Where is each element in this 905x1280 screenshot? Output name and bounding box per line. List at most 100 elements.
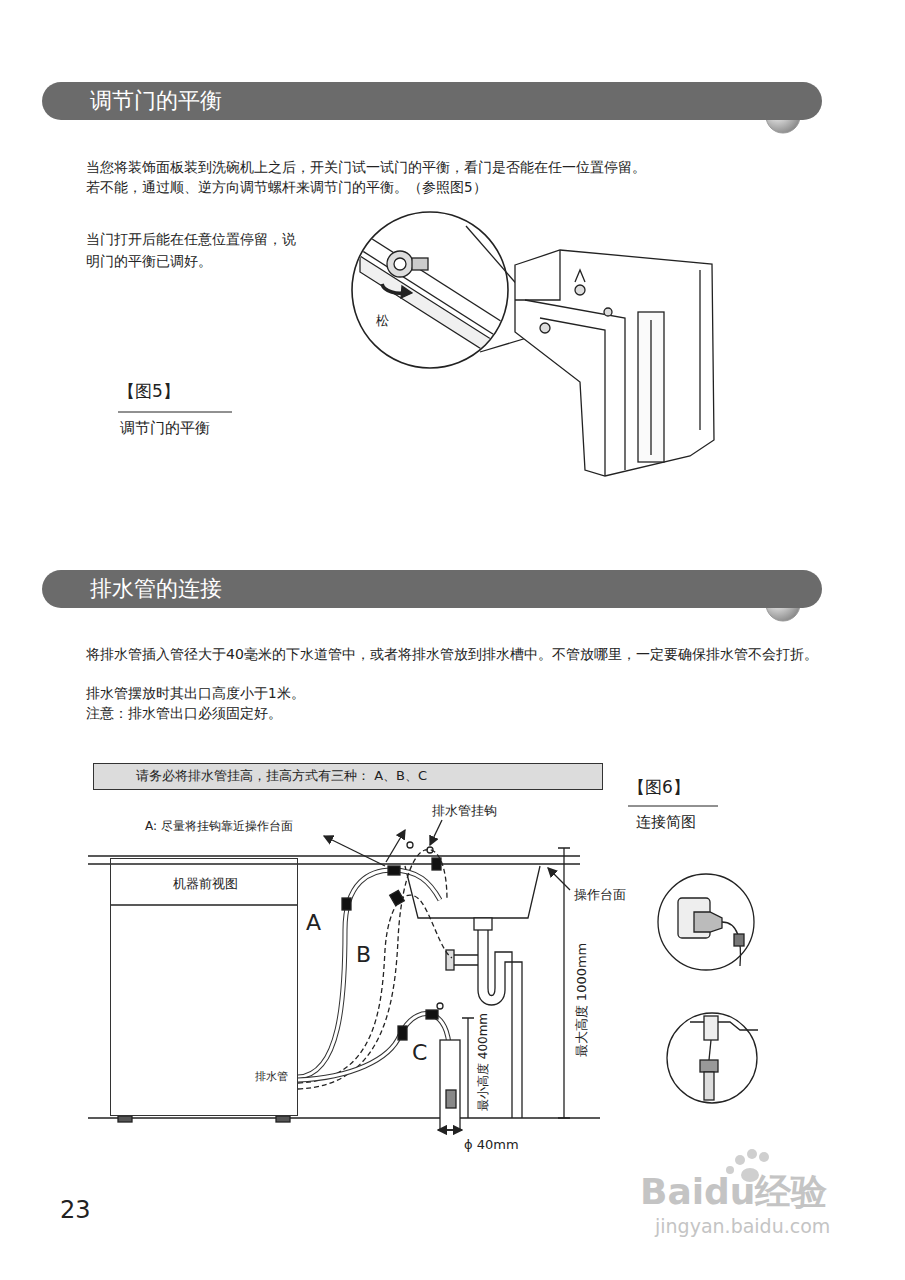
drawing-part bbox=[298, 895, 452, 1083]
drawing-part bbox=[352, 212, 508, 368]
drawing-part bbox=[699, 270, 700, 430]
drawing-part bbox=[462, 1018, 474, 1118]
drawing-part bbox=[638, 312, 664, 462]
label-text: 排水管挂钩 bbox=[432, 802, 497, 819]
label-text: 操作台面 bbox=[574, 886, 626, 903]
drawing-part bbox=[405, 866, 540, 918]
drawing-part bbox=[387, 251, 413, 277]
node-text: 排水管 bbox=[255, 1069, 288, 1084]
drawing-part bbox=[324, 836, 385, 866]
drawing-part bbox=[394, 258, 406, 270]
drawing-part bbox=[452, 955, 478, 965]
label-text: 连接简图 bbox=[636, 812, 696, 832]
label-text: 调节门的平衡 bbox=[120, 418, 210, 438]
label-text: 23 bbox=[60, 1195, 91, 1226]
label-text: C bbox=[412, 1038, 427, 1067]
drawing-part bbox=[540, 318, 605, 476]
drawing-part bbox=[298, 1014, 450, 1080]
fig6-installation bbox=[88, 820, 600, 1130]
label-text: 排水管摆放时其出口高度小于1米。 bbox=[86, 684, 305, 702]
drawing-part bbox=[298, 870, 440, 1077]
drawing-part bbox=[474, 918, 492, 930]
node-text: 请务必将排水管挂高，挂高方式有三种： A、B、C bbox=[94, 764, 427, 788]
drawing-part bbox=[694, 912, 722, 932]
band-node: 排水管的连接 bbox=[42, 570, 822, 608]
drawing-part bbox=[342, 898, 351, 910]
drawing-part bbox=[298, 870, 440, 1077]
drawing-part bbox=[427, 847, 433, 853]
drawing-part bbox=[488, 930, 512, 1118]
label-text: 最小高度 400mm bbox=[475, 1011, 491, 1113]
drawing-part bbox=[604, 308, 612, 316]
drawing-part bbox=[118, 412, 232, 413]
machine-node: 机器前视图排水管 bbox=[110, 858, 298, 1116]
label-text: 【图6】 bbox=[628, 776, 690, 798]
drawing-part bbox=[525, 300, 625, 470]
label-text: 若不能，通过顺、逆方向调节螺杆来调节门的平衡。（参照图5） bbox=[86, 178, 487, 196]
drawing-part bbox=[350, 243, 510, 345]
node-text: 排水管的连接 bbox=[42, 570, 222, 608]
drawing-part bbox=[658, 874, 754, 970]
drawing-part bbox=[401, 286, 412, 298]
drawing-part bbox=[628, 806, 718, 807]
label-text: 将排水管插入管径大于40毫米的下水道管中，或者将排水管放到排水槽中。不管放哪里，… bbox=[86, 644, 838, 664]
drawing-part bbox=[298, 1014, 450, 1080]
drawing-part bbox=[88, 855, 580, 857]
drawing-part bbox=[735, 1155, 745, 1165]
drawing-part bbox=[438, 1129, 462, 1130]
drawing-part bbox=[390, 890, 405, 905]
drawing-part bbox=[118, 1116, 132, 1122]
drawing-part bbox=[426, 1010, 438, 1019]
drawing-part bbox=[438, 1129, 462, 1130]
drawing-part bbox=[650, 320, 651, 455]
drawing-part bbox=[298, 850, 447, 1089]
drawing-part bbox=[388, 866, 400, 875]
drawing-part bbox=[690, 1022, 758, 1030]
drawing-part bbox=[407, 842, 413, 848]
drawing-part bbox=[759, 1152, 769, 1162]
drawing-part bbox=[437, 1003, 443, 1009]
drawing-part bbox=[747, 1149, 757, 1159]
drawing-part bbox=[667, 1013, 757, 1103]
drawing-part bbox=[575, 270, 585, 282]
drawing-part bbox=[386, 830, 405, 862]
label-text: B bbox=[356, 940, 371, 969]
warn-node: 请务必将排水管挂高，挂高方式有三种： A、B、C bbox=[93, 763, 603, 790]
label-text: jingyan.baidu.com bbox=[655, 1214, 830, 1239]
drawing-part bbox=[350, 228, 515, 364]
label-text: 最大高度 1000mm bbox=[573, 941, 590, 1060]
label-text: 当门打开后能在任意位置停留，说明门的平衡已调好。 bbox=[86, 228, 306, 272]
drawing-part bbox=[700, 1060, 718, 1072]
fig6-detail-circles bbox=[658, 874, 758, 1103]
label-text: A bbox=[306, 908, 321, 937]
drawing-part bbox=[360, 256, 505, 364]
drawing-part bbox=[575, 285, 585, 295]
node-text: 调节门的平衡 bbox=[42, 82, 222, 120]
drawing-part bbox=[432, 858, 441, 870]
drawing-part bbox=[440, 1040, 460, 1130]
drawing-part bbox=[110, 904, 298, 905]
drawing-part bbox=[540, 323, 550, 333]
drawing-part bbox=[704, 1072, 714, 1100]
label-text: 松 bbox=[376, 312, 389, 329]
fig5-door-balance bbox=[350, 212, 714, 476]
drawing-part bbox=[430, 820, 442, 845]
drawing-part bbox=[446, 1090, 456, 1108]
drawing-part bbox=[734, 934, 744, 946]
drawing-part bbox=[548, 868, 570, 890]
drawing-part bbox=[88, 1117, 600, 1119]
drawing-part bbox=[709, 1040, 711, 1060]
label-text: ϕ 40mm bbox=[464, 1136, 519, 1153]
drawing-part bbox=[88, 863, 580, 864]
drawing-part bbox=[515, 250, 560, 300]
header-bubbles bbox=[766, 92, 808, 621]
label-text: Baidu经验 bbox=[640, 1168, 827, 1215]
label-text: 注意：排水管出口必须固定好。 bbox=[86, 704, 282, 722]
band-node: 调节门的平衡 bbox=[42, 82, 822, 120]
drawing-part bbox=[276, 1116, 290, 1122]
drawing-part bbox=[412, 258, 428, 270]
drawing-part bbox=[398, 1026, 407, 1040]
fig-underlines bbox=[118, 412, 718, 806]
label-text: 当您将装饰面板装到洗碗机上之后，开关门试一试门的平衡，看门是否能在任一位置停留。 bbox=[86, 158, 646, 176]
